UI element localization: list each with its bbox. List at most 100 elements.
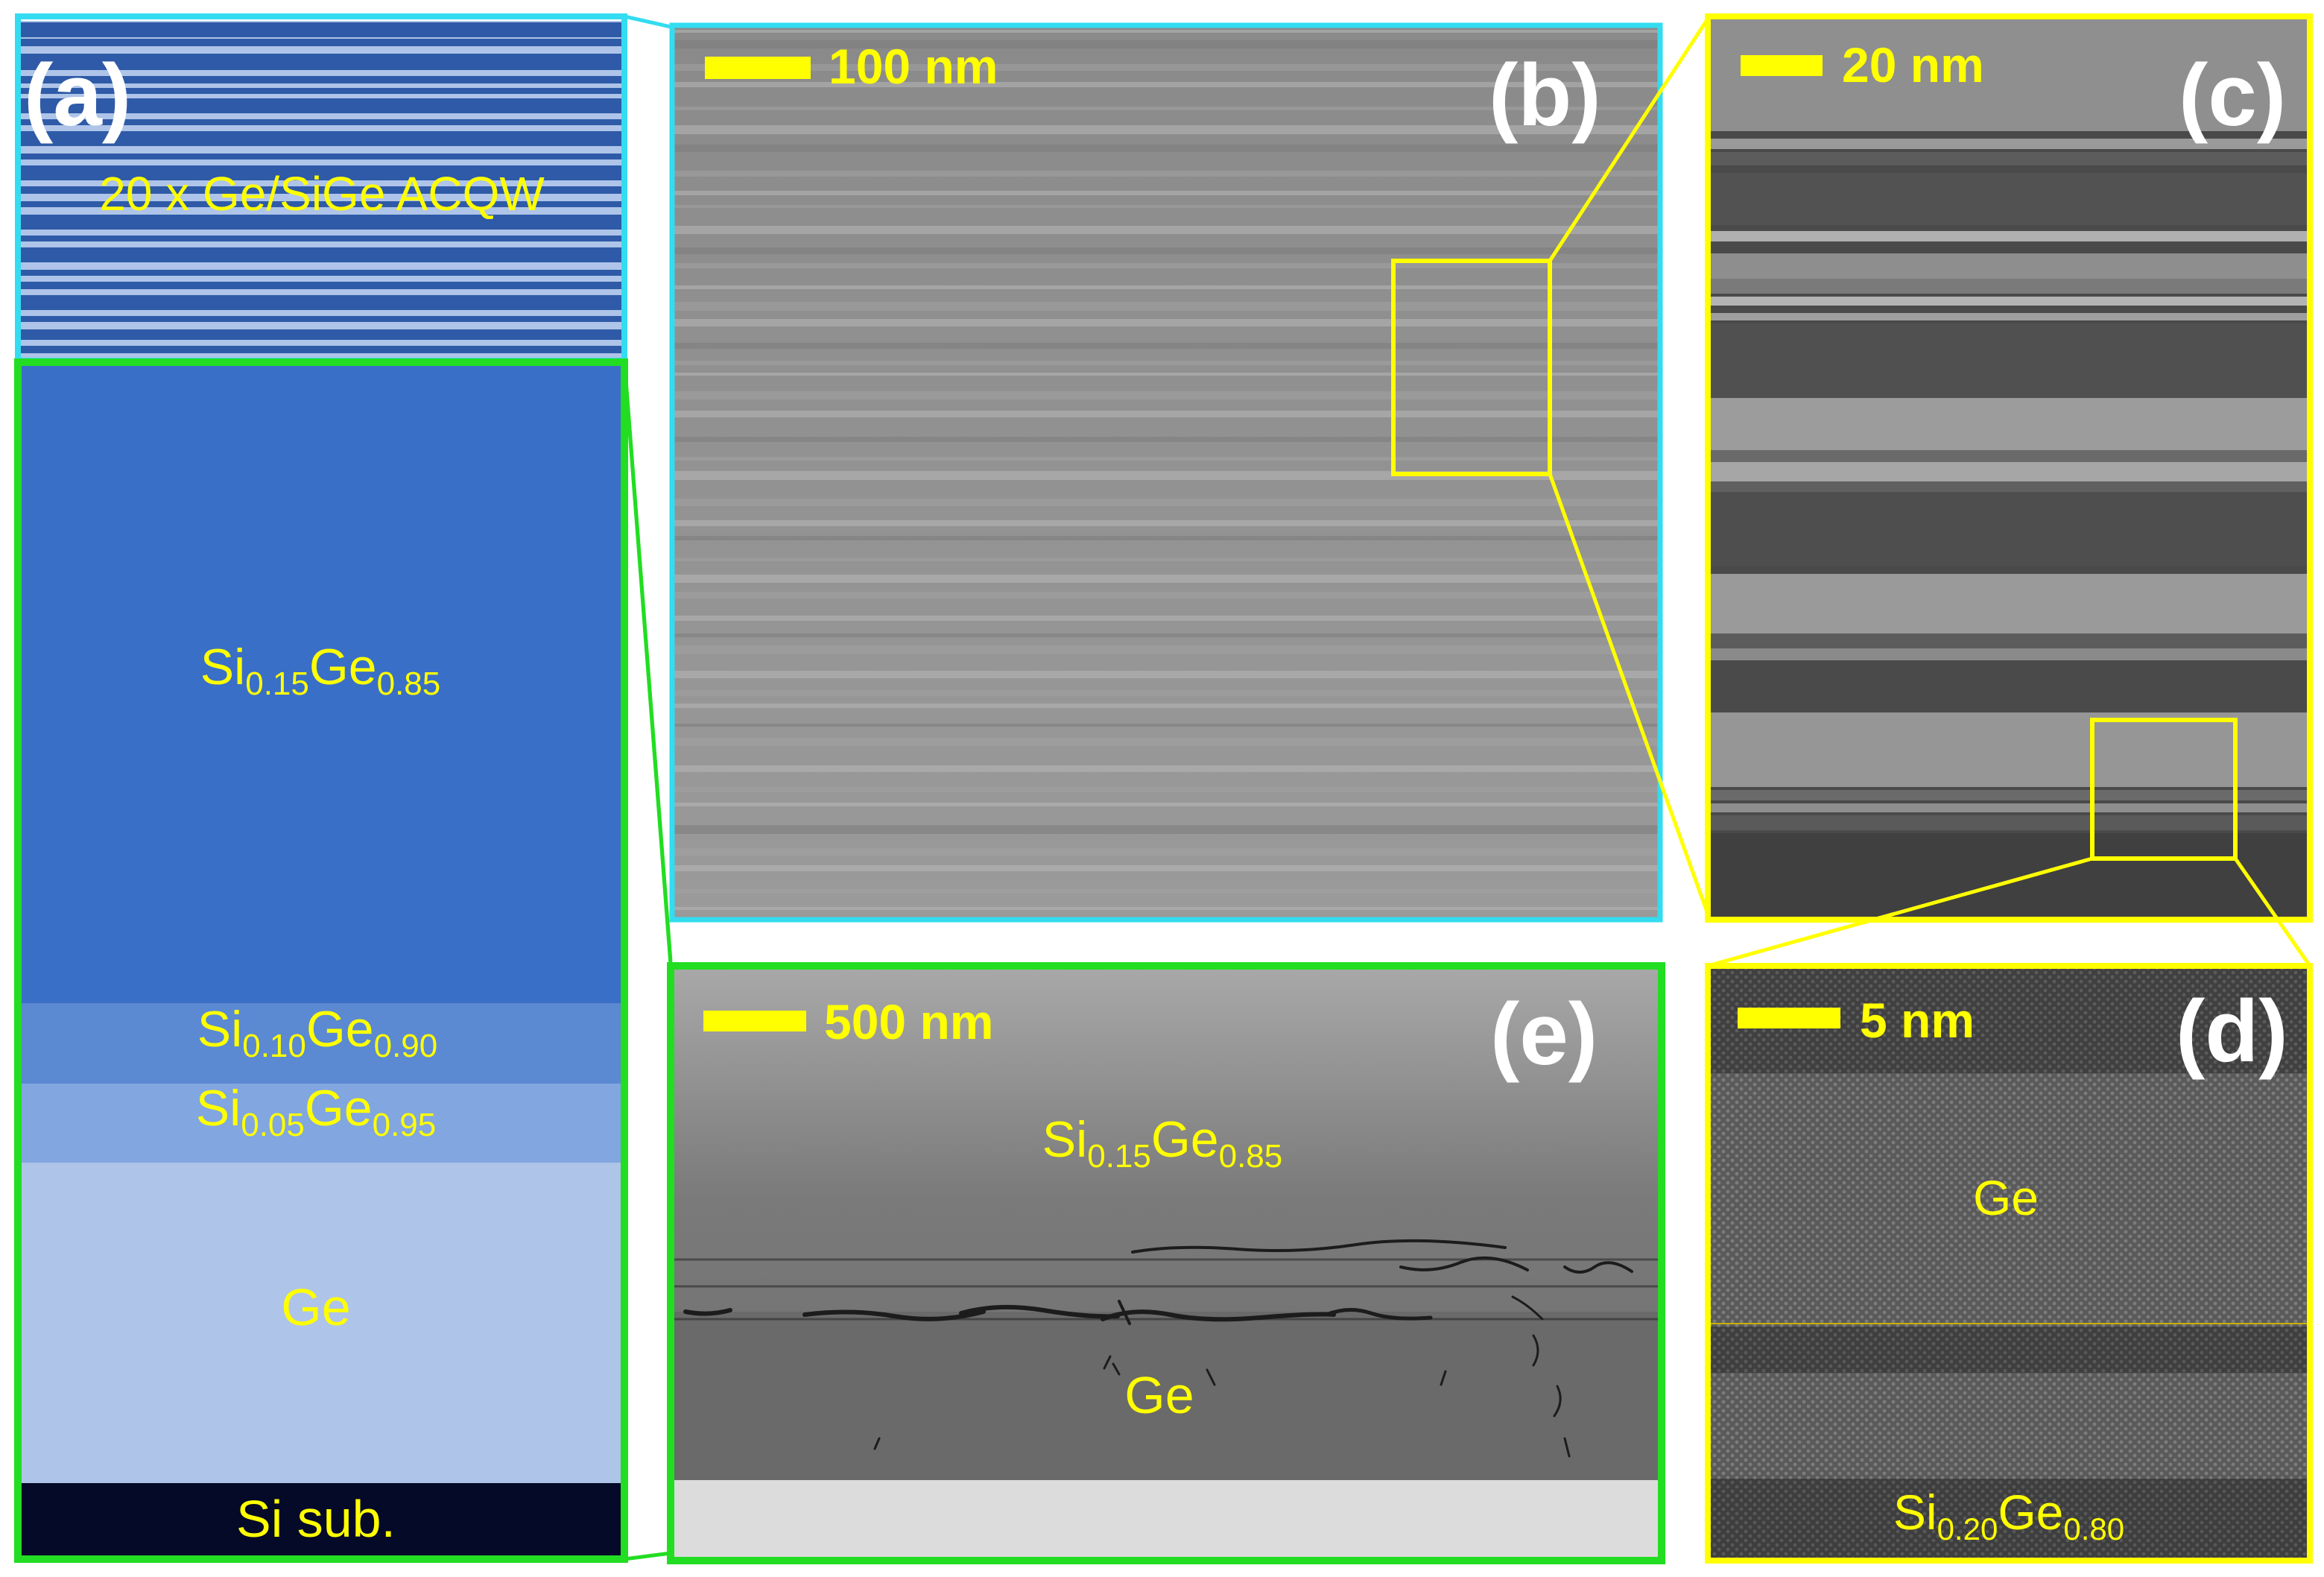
panel-e-frame bbox=[667, 962, 1665, 1564]
panel-e: 500 nm (e) Si0.15Ge0.85 Ge bbox=[667, 962, 1665, 1564]
b-stripe bbox=[674, 889, 1659, 894]
b-stripe bbox=[674, 145, 1659, 152]
c-band bbox=[1711, 173, 2307, 225]
c-band bbox=[1711, 462, 2307, 481]
scale-label-e: 500 nm bbox=[824, 994, 993, 1049]
panel-c-label: (c) bbox=[2179, 46, 2286, 145]
d-sige80-label: Si0.20Ge0.80 bbox=[1893, 1485, 2124, 1546]
acqw-band bbox=[21, 329, 621, 340]
c-band bbox=[1711, 648, 2307, 660]
zoom-box-c bbox=[2090, 718, 2238, 861]
b-stripe bbox=[674, 191, 1659, 195]
e-ge-label: Ge bbox=[1124, 1366, 1194, 1424]
acqw-stack bbox=[15, 13, 627, 364]
c-stripes bbox=[1711, 19, 2307, 917]
b-stripe bbox=[674, 64, 1659, 71]
panel-a: (a) 20 x Ge/SiGe ACQW Si0.15Ge0.85 Si0.1… bbox=[14, 13, 628, 1563]
acqw-stripes bbox=[21, 22, 621, 353]
acqw-band bbox=[21, 154, 621, 159]
acqw-band bbox=[21, 165, 621, 180]
acqw-band bbox=[21, 119, 621, 125]
b-stripe bbox=[674, 558, 1659, 561]
b-stripe bbox=[674, 247, 1659, 254]
b-stripe bbox=[674, 171, 1659, 177]
panel-a-label: (a) bbox=[24, 46, 131, 145]
connectors-c bbox=[1707, 856, 2312, 968]
panel-e-label: (e) bbox=[1490, 985, 1598, 1084]
c-band bbox=[1711, 660, 2307, 712]
acqw-label: 20 x Ge/SiGe ACQW bbox=[99, 167, 545, 221]
c-band bbox=[1711, 297, 2307, 306]
b-stripe bbox=[674, 373, 1659, 376]
c-band bbox=[1711, 815, 2307, 830]
panel-b: 100 nm (b) bbox=[669, 22, 1663, 923]
b-stripe bbox=[674, 690, 1659, 696]
b-stripe bbox=[674, 633, 1659, 637]
b-stripe bbox=[674, 361, 1659, 365]
c-band bbox=[1711, 803, 2307, 812]
c-band bbox=[1711, 833, 2307, 917]
panel-d-frame bbox=[1705, 963, 2313, 1564]
connectors-a bbox=[622, 14, 673, 1561]
b-stripe bbox=[674, 285, 1659, 289]
panel-c-frame bbox=[1705, 13, 2313, 923]
dislocation-lines bbox=[672, 1239, 1660, 1458]
scale-label-c: 20 nm bbox=[1842, 37, 1984, 92]
b-stripe bbox=[674, 738, 1659, 746]
c-band bbox=[1711, 398, 2307, 450]
panel-b-label: (b) bbox=[1489, 46, 1601, 145]
c-band bbox=[1711, 231, 2307, 241]
b-stripe bbox=[674, 907, 1659, 910]
b-stripe bbox=[674, 575, 1659, 583]
b-stripe bbox=[674, 391, 1659, 399]
layer-sige95-label: Si0.05Ge0.95 bbox=[196, 1080, 436, 1143]
buffer-frame bbox=[14, 358, 628, 1563]
acqw-band bbox=[21, 88, 621, 94]
panel-b-frame bbox=[669, 22, 1663, 923]
b-stripe bbox=[674, 30, 1659, 33]
acqw-band bbox=[21, 39, 621, 46]
b-stripe bbox=[674, 40, 1659, 48]
scale-label-d: 5 nm bbox=[1860, 993, 1975, 1048]
d-ge-label: Ge bbox=[1973, 1170, 2039, 1225]
c-band bbox=[1711, 712, 2307, 787]
b-stripe bbox=[674, 803, 1659, 806]
c-band bbox=[1711, 633, 2307, 648]
acqw-band bbox=[21, 282, 621, 289]
c-band bbox=[1711, 450, 2307, 462]
layer-sige85 bbox=[21, 365, 621, 1003]
acqw-band bbox=[21, 316, 621, 322]
b-stripe bbox=[674, 592, 1659, 598]
layer-sige90 bbox=[21, 1003, 621, 1084]
b-stripes bbox=[674, 30, 1659, 910]
scale-bar-e bbox=[703, 1011, 806, 1031]
b-stripe bbox=[674, 645, 1659, 654]
scale-bar-c bbox=[1741, 55, 1823, 76]
b-stripe bbox=[674, 499, 1659, 506]
acqw-band bbox=[21, 186, 621, 194]
b-stripe bbox=[674, 671, 1659, 678]
zoom-box-b bbox=[1391, 259, 1552, 476]
b-stripe bbox=[674, 724, 1659, 727]
b-stripe bbox=[674, 82, 1659, 87]
acqw-band bbox=[21, 346, 621, 353]
acqw-band bbox=[21, 22, 621, 37]
acqw-band bbox=[21, 131, 621, 146]
b-stripe bbox=[674, 226, 1659, 234]
b-stripe bbox=[674, 704, 1659, 708]
b-stripe bbox=[674, 263, 1659, 268]
layer-sige90-label: Si0.10Ge0.90 bbox=[197, 1001, 437, 1064]
layer-si-sub bbox=[21, 1483, 621, 1556]
b-stripe bbox=[674, 411, 1659, 417]
layer-sige85-label: Si0.15Ge0.85 bbox=[200, 639, 440, 702]
scale-bar-d bbox=[1738, 1008, 1840, 1028]
acqw-band bbox=[21, 98, 621, 113]
b-stripe bbox=[674, 616, 1659, 621]
layer-ge bbox=[21, 1163, 621, 1483]
c-band bbox=[1711, 152, 2307, 165]
c-band bbox=[1711, 492, 2307, 566]
panel-d: 5 nm (d) Ge Si0.20Ge0.80 bbox=[1705, 963, 2313, 1564]
b-stripe bbox=[674, 848, 1659, 856]
c-band bbox=[1711, 139, 2307, 149]
